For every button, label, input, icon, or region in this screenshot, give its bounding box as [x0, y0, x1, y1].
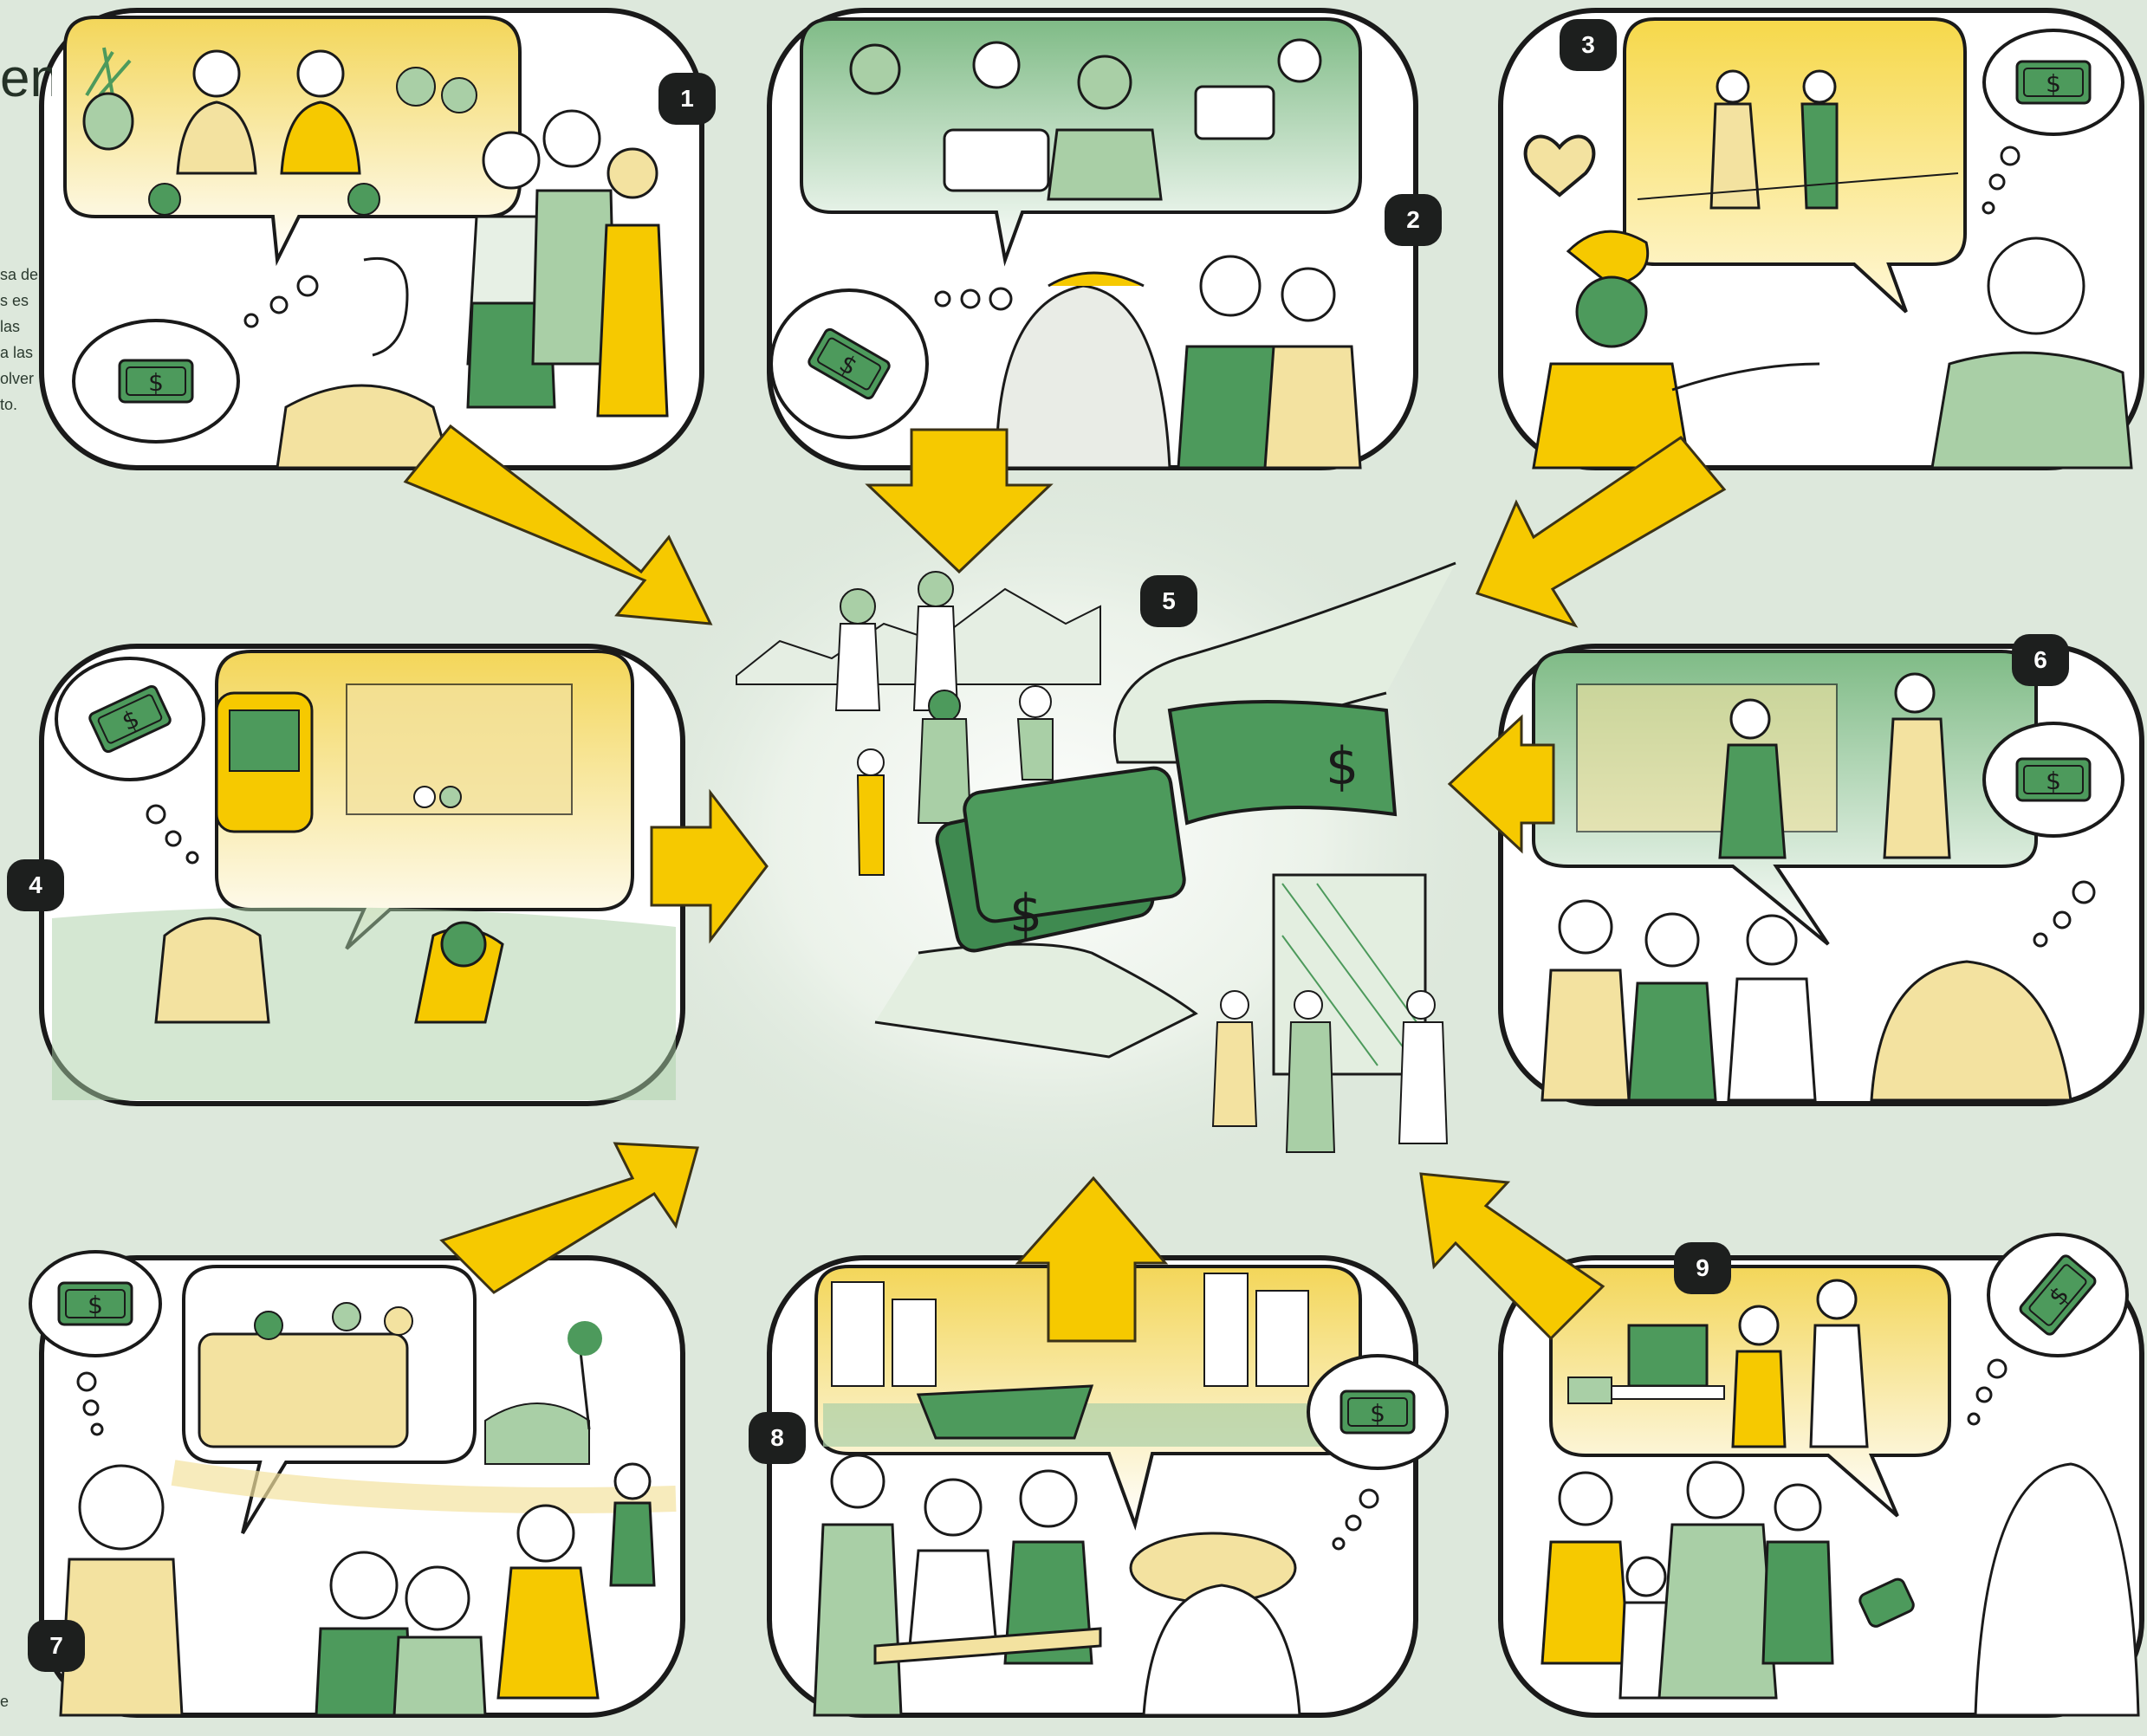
city-harbor-boat-scene [823, 1273, 1352, 1447]
panel-1 [39, 8, 704, 470]
panel-9 [1498, 1233, 2144, 1718]
panel-1-number-badge: 1 [658, 73, 716, 125]
panel-6-number-badge: 6 [2012, 634, 2069, 686]
arrow-8 [1015, 1176, 1169, 1343]
seated-couple-figures [82, 47, 477, 216]
sewing-workers-figures [849, 38, 1322, 201]
panel-4 [39, 644, 685, 1106]
cut-footer-text: e [0, 1693, 10, 1710]
cut-title: en [0, 49, 52, 108]
cut-line: olver [0, 370, 35, 387]
women-group-figures [995, 255, 1362, 470]
panel-3 [1498, 8, 2144, 470]
panel-8-number-badge: 8 [749, 1412, 806, 1464]
field-workers-figures [52, 907, 676, 1100]
cut-line: a las [0, 344, 34, 361]
family-farewell-figures [1541, 899, 2072, 1102]
panel-9-number-badge: 9 [1674, 1242, 1731, 1294]
arrow-7 [439, 1142, 699, 1294]
cut-paragraph: sa de s es las a las olver to. [0, 262, 38, 418]
arrow-3 [1475, 435, 1727, 628]
panel-3-number-badge: 3 [1560, 19, 1617, 71]
panel-5-number-badge: 5 [1140, 575, 1197, 627]
arrow-4 [650, 788, 769, 944]
panel-7-number-badge: 7 [28, 1620, 85, 1672]
family-children-figures [1541, 1461, 2140, 1717]
money-thought-bubble-7 [29, 1250, 162, 1357]
money-thought-bubble-6 [1982, 722, 2124, 838]
money-thought-bubble-3 [1982, 29, 2124, 136]
money-thought-bubble-4 [55, 657, 205, 781]
panel-2 [767, 8, 1418, 470]
cut-line: las [0, 318, 21, 335]
arrow-2 [865, 428, 1054, 574]
cut-line: sa de [0, 266, 39, 283]
heart-icon [1523, 134, 1596, 198]
panel-8 [767, 1255, 1449, 1718]
arrows [403, 424, 1727, 1343]
city-street-scene [215, 683, 573, 833]
mining-workers-figures [736, 571, 1101, 876]
dollar-sign-right: $ [1326, 736, 1359, 797]
doorway-trade-figures [1211, 873, 1449, 1153]
panel-7 [29, 1250, 685, 1718]
woman-and-man-figures [1532, 230, 2133, 470]
vehicle-with-passengers [198, 1302, 602, 1465]
office-cleaning-scene [1576, 672, 1951, 859]
couple-holding-hands-figures [1637, 69, 1959, 210]
money-thought-bubble-9 [1987, 1233, 2129, 1357]
center-scene: $ $ [736, 561, 1456, 1153]
arrow-1 [403, 424, 713, 625]
money-thought-bubble-2 [769, 288, 929, 439]
arrow-9 [1419, 1172, 1605, 1341]
children-group-figures [59, 1460, 677, 1717]
arrow-6 [1447, 714, 1555, 854]
money-handover-hands: $ $ [874, 561, 1456, 1059]
cut-line: to. [0, 396, 18, 413]
panel-6 [1498, 644, 2144, 1106]
family-group-figures [276, 109, 669, 470]
seated-group-figures [813, 1454, 1301, 1717]
money-thought-bubble-1 [72, 319, 240, 444]
cut-line: s es [0, 292, 29, 309]
dollar-sign-left: $ [1009, 884, 1042, 944]
panel-2-number-badge: 2 [1385, 194, 1442, 246]
money-thought-bubble-8 [1307, 1354, 1449, 1470]
office-computer-scene [1567, 1279, 1869, 1448]
panel-4-number-badge: 4 [7, 859, 64, 911]
cut-text-column: en sa de s es las a las olver to. [0, 35, 52, 485]
banknote-stack: $ $ [935, 700, 1398, 953]
